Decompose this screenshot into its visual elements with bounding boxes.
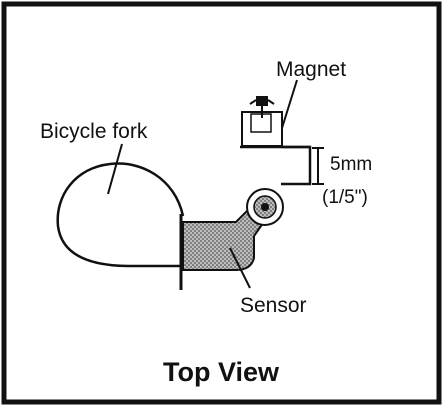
sensor-leader-line: [229, 247, 251, 289]
magnet-screw-head: [256, 96, 268, 106]
gap-mm-label: 5mm: [330, 154, 372, 175]
diagram-frame: [1, 1, 442, 405]
magnet-screw-arm-right: [267, 99, 275, 105]
magnet-arm: [281, 145, 312, 186]
magnet-screw-arm-left: [249, 99, 257, 105]
fork-leader-line: [107, 143, 123, 195]
bicycle-fork-label: Bicycle fork: [40, 120, 148, 143]
magnet-leader-line: [281, 79, 298, 129]
sensor-head-dot: [261, 203, 269, 211]
gap-inch-label: (1/5"): [322, 187, 368, 208]
magnet-label: Magnet: [276, 58, 346, 81]
sensor-label: Sensor: [240, 294, 307, 317]
bicycle-fork-shape: [56, 162, 185, 268]
caption-top-view: Top View: [163, 357, 280, 387]
